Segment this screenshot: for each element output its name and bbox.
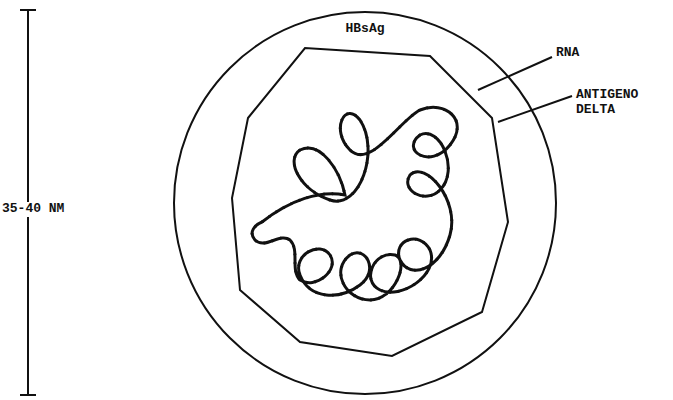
envelope-circle: HBsAg	[172, 10, 558, 396]
envelope-label: HBsAg	[345, 22, 384, 37]
circle-outline	[172, 10, 558, 396]
part-label: ANTIGENO DELTA	[574, 88, 658, 118]
leader-lines	[478, 57, 572, 122]
part-label: RNA	[554, 46, 581, 61]
part-label: 35-40 NM	[0, 202, 66, 217]
delta-antigen-shell	[232, 48, 508, 356]
rna-strand	[252, 107, 457, 300]
